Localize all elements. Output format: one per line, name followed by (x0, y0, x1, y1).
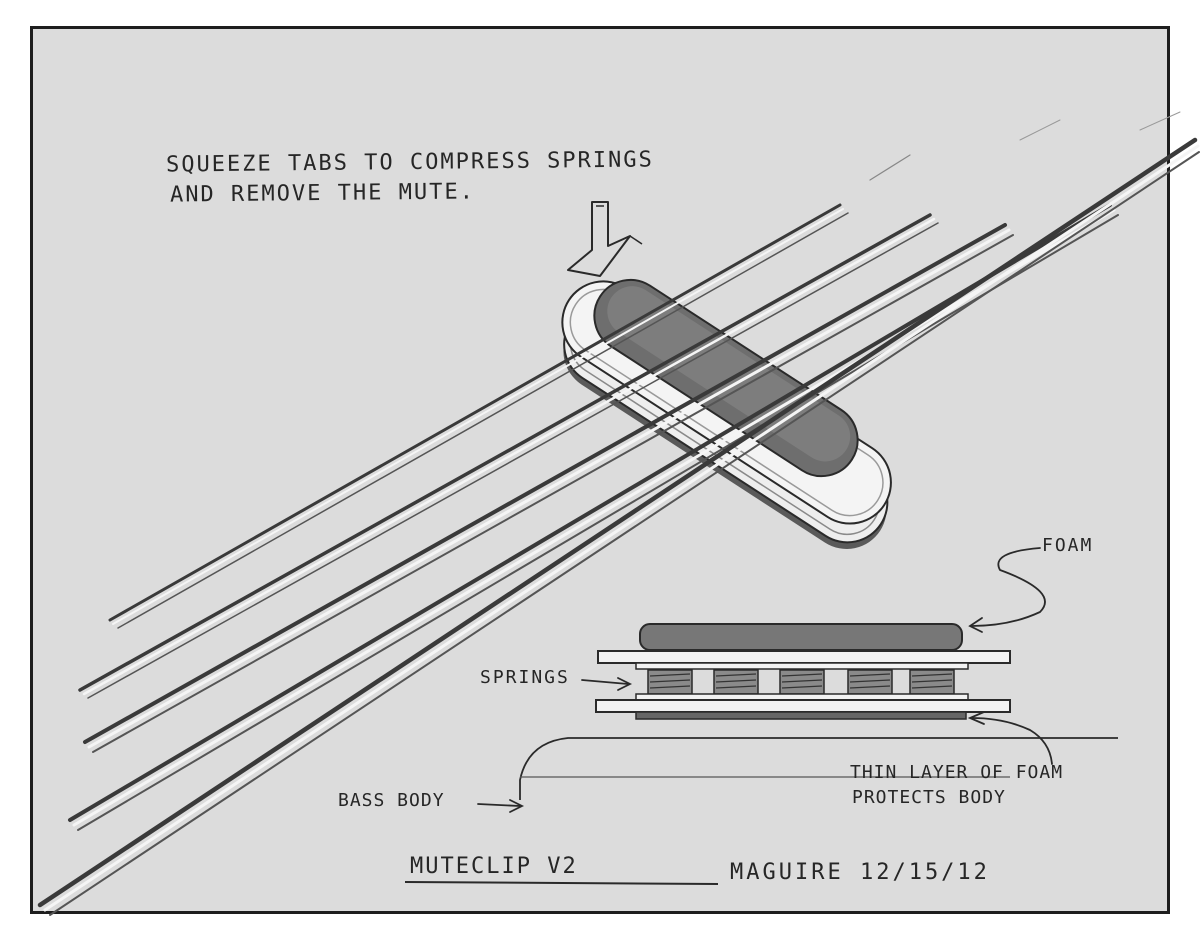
section-springs (647, 669, 955, 695)
bass-body-label: BASS BODY (338, 790, 445, 811)
section-view (595, 623, 1011, 720)
instruction-text-line2: AND REMOVE THE MUTE. (169, 179, 476, 208)
strings (37, 111, 1200, 916)
drawing-title: MUTECLIP V2 (410, 854, 578, 879)
author-signature: MAGUIRE 12/15/12 (730, 860, 990, 885)
section-top-plate (597, 650, 1011, 664)
drawing-frame (30, 26, 1170, 914)
thin-layer-label-line1: THIN LAYER OF FOAM (850, 762, 1064, 783)
squeeze-arrow-icon (567, 201, 643, 277)
section-bottom-plate (595, 699, 1011, 713)
springs-label: SPRINGS (480, 667, 570, 688)
section-foam-top (639, 623, 963, 651)
isometric-clip (561, 278, 892, 549)
thin-layer-label-line2: PROTECTS BODY (852, 787, 1006, 808)
instruction-text-line1: SQUEEZE TABS TO COMPRESS SPRINGS (165, 147, 654, 178)
foam-label: FOAM (1042, 535, 1094, 556)
title-underline (404, 881, 719, 885)
callout-leaders (477, 547, 1053, 813)
section-thin-foam (635, 711, 967, 720)
bass-body-outline (519, 737, 1118, 800)
